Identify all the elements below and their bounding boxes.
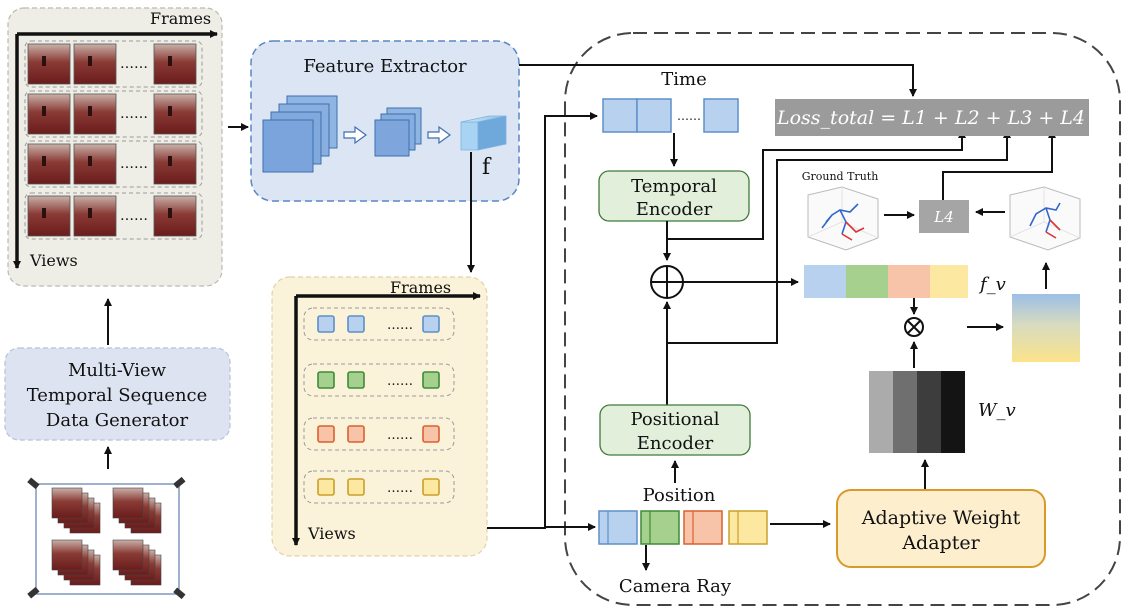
frame-thumbnail bbox=[27, 143, 71, 185]
positional-encoder-block: Positional Encoder bbox=[599, 404, 751, 456]
time-dots: …… bbox=[677, 109, 701, 123]
positional-encoder-line1: Positional bbox=[630, 409, 719, 430]
arrow-positional-to-loss-l3 bbox=[667, 130, 1011, 344]
adapter-line1: Adaptive Weight bbox=[861, 507, 1021, 529]
frame-thumbnail bbox=[153, 93, 197, 135]
generator-line2: Temporal Sequence bbox=[27, 385, 208, 406]
feature-token bbox=[347, 425, 365, 443]
frame-row bbox=[24, 192, 203, 240]
ground-truth-pose-plot bbox=[807, 186, 879, 251]
feature-extractor-block: Feature Extractor f bbox=[250, 40, 520, 202]
frame-thumbnail bbox=[153, 43, 197, 85]
multi-camera-setup-image bbox=[27, 476, 186, 600]
frame-dots: …… bbox=[120, 208, 148, 224]
feature-row bbox=[303, 417, 455, 451]
feature-token bbox=[422, 371, 440, 389]
time-label: Time bbox=[661, 69, 706, 90]
adapter-line2: Adapter bbox=[901, 532, 980, 554]
frame-thumbnail bbox=[153, 143, 197, 185]
arrow-features-to-time bbox=[487, 112, 598, 529]
feature-extractor-title: Feature Extractor bbox=[303, 56, 467, 77]
feature-token bbox=[347, 371, 365, 389]
feature-f-label: f bbox=[482, 155, 492, 180]
positional-encoder-line2: Encoder bbox=[637, 433, 714, 454]
model-boundary bbox=[564, 32, 1121, 606]
position-label: Position bbox=[643, 485, 716, 506]
arrow-l4-to-loss bbox=[942, 130, 1056, 200]
frame-thumbnail bbox=[27, 93, 71, 135]
frame-row bbox=[24, 40, 203, 88]
arrow-temporal-to-loss-l2 bbox=[667, 130, 966, 240]
frame-dots: …… bbox=[120, 56, 148, 72]
camera-view-stack bbox=[112, 539, 162, 586]
feature-token bbox=[317, 478, 335, 496]
loss-total-formula: Loss_total = L1 + L2 + L3 + L4 bbox=[776, 107, 1085, 129]
input-frames-panel: …… …… …… …… Frames Views bbox=[7, 7, 223, 287]
feature-row bbox=[303, 470, 455, 504]
l4-block: L4 bbox=[919, 200, 969, 233]
wv-label: W_v bbox=[978, 400, 1016, 421]
fv-feature-bar bbox=[804, 265, 968, 298]
feature-row bbox=[303, 307, 455, 341]
feature-token bbox=[317, 425, 335, 443]
position-token-row bbox=[598, 510, 768, 545]
frame-thumbnail bbox=[73, 195, 117, 237]
frame-row bbox=[24, 140, 203, 188]
camera-view-stack bbox=[51, 487, 101, 534]
temporal-encoder-block: Temporal Encoder bbox=[598, 170, 750, 222]
frame-thumbnail bbox=[73, 93, 117, 135]
camera-view-stack bbox=[51, 539, 101, 586]
feature-token bbox=[317, 315, 335, 333]
feature-dots: …… bbox=[387, 428, 413, 443]
feature-dots: …… bbox=[387, 481, 413, 496]
frame-thumbnail bbox=[73, 43, 117, 85]
arrow-extractor-to-loss bbox=[519, 64, 917, 97]
frames-axis-label: Frames bbox=[150, 9, 211, 28]
fv-label: f_v bbox=[978, 274, 1006, 295]
temporal-encoder-line1: Temporal bbox=[631, 176, 717, 197]
predicted-pose-plot bbox=[1009, 186, 1081, 251]
feature-token bbox=[347, 478, 365, 496]
camera-ray-label: Camera Ray bbox=[619, 576, 732, 597]
feature-token bbox=[422, 425, 440, 443]
frame-thumbnail bbox=[27, 195, 71, 237]
loss-total-block: Loss_total = L1 + L2 + L3 + L4 bbox=[775, 99, 1089, 136]
feature-token bbox=[422, 315, 440, 333]
frame-thumbnail bbox=[27, 43, 71, 85]
time-token-row: …… bbox=[602, 98, 739, 133]
multiply-node bbox=[904, 317, 924, 337]
feature-row bbox=[303, 363, 455, 397]
temporal-encoder-line2: Encoder bbox=[636, 199, 713, 220]
feature-views-axis-label: Views bbox=[307, 524, 356, 543]
l4-label: L4 bbox=[933, 208, 954, 226]
generator-line1: Multi-View bbox=[68, 360, 167, 381]
feature-grid-panel: …… …… …… …… Frames Views bbox=[271, 276, 488, 557]
views-axis-label: Views bbox=[29, 251, 78, 270]
fused-output-feature bbox=[1012, 294, 1080, 362]
frame-dots: …… bbox=[120, 156, 148, 172]
ground-truth-label: Ground Truth bbox=[802, 170, 879, 183]
frame-dots: …… bbox=[120, 106, 148, 122]
frame-thumbnail bbox=[153, 195, 197, 237]
feature-frames-axis-label: Frames bbox=[390, 278, 451, 297]
camera-icon bbox=[27, 476, 186, 600]
frame-thumbnail bbox=[73, 143, 117, 185]
sum-node bbox=[650, 265, 684, 299]
camera-view-stack bbox=[112, 487, 162, 534]
generator-line3: Data Generator bbox=[46, 410, 189, 431]
feature-dots: …… bbox=[387, 318, 413, 333]
frame-row bbox=[24, 90, 203, 138]
feature-token bbox=[347, 315, 365, 333]
feature-dots: …… bbox=[387, 374, 413, 389]
adaptive-weight-adapter-block: Adaptive Weight Adapter bbox=[836, 489, 1046, 568]
feature-token bbox=[317, 371, 335, 389]
data-generator-block: Multi-View Temporal Sequence Data Genera… bbox=[4, 347, 231, 441]
feature-token bbox=[422, 478, 440, 496]
wv-weight-bars bbox=[869, 371, 965, 453]
